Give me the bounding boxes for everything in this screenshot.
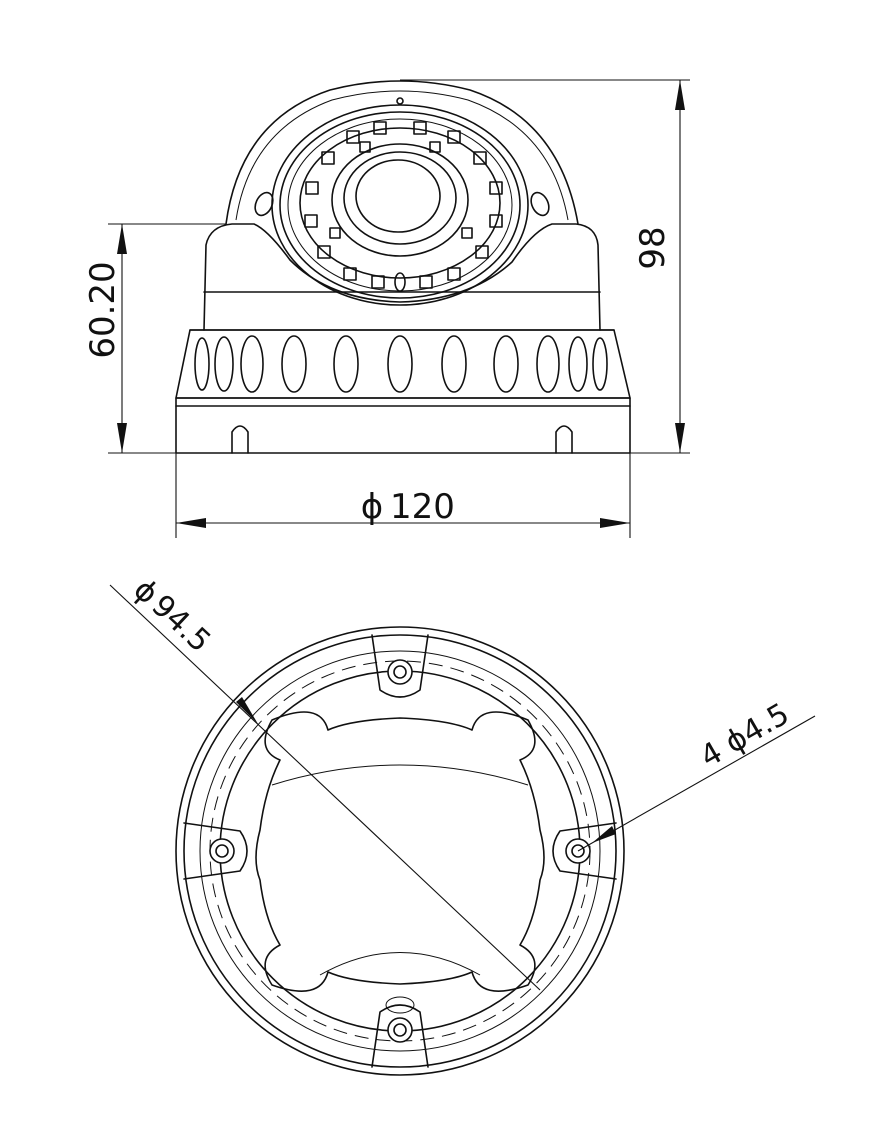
label-height-base: 60.20 bbox=[83, 261, 123, 358]
bottom-view: ϕ 94.5 4 ϕ4.5 bbox=[109, 572, 816, 1076]
lens-glass bbox=[355, 159, 441, 233]
dimension-bolt-circle: ϕ 94.5 bbox=[109, 572, 541, 991]
side-view: 98 60.20 ϕ 120 bbox=[83, 79, 690, 538]
dimension-base-height: 60.20 bbox=[83, 223, 226, 454]
light-sensor bbox=[394, 272, 406, 292]
outer-rim bbox=[175, 626, 625, 1076]
ir-led-ring bbox=[304, 121, 503, 289]
base-tab-left bbox=[231, 425, 249, 454]
vented-skirt bbox=[175, 329, 631, 399]
base-tab-right bbox=[555, 425, 573, 454]
lens-outer bbox=[331, 143, 469, 257]
dome bbox=[225, 80, 579, 225]
diameter-symbol-outer: ϕ bbox=[361, 487, 383, 527]
label-diameter-outer: 120 bbox=[390, 487, 455, 527]
label-diameter-bolt-circle: 94.5 bbox=[145, 588, 218, 659]
collar bbox=[203, 223, 601, 331]
screw-right bbox=[530, 191, 550, 217]
dimension-mount-holes: 4 ϕ4.5 bbox=[577, 697, 816, 852]
lens-module bbox=[271, 97, 529, 306]
mount-boss-left bbox=[183, 822, 248, 880]
dimension-total-height: 98 bbox=[400, 79, 690, 454]
mount-boss-bottom bbox=[371, 1004, 429, 1068]
label-height-total: 98 bbox=[633, 226, 673, 269]
vent-slots bbox=[194, 335, 608, 393]
mount-boss-top bbox=[371, 634, 429, 698]
dimension-outer-diameter: ϕ 120 bbox=[175, 453, 631, 538]
inner-cavity bbox=[255, 711, 545, 992]
